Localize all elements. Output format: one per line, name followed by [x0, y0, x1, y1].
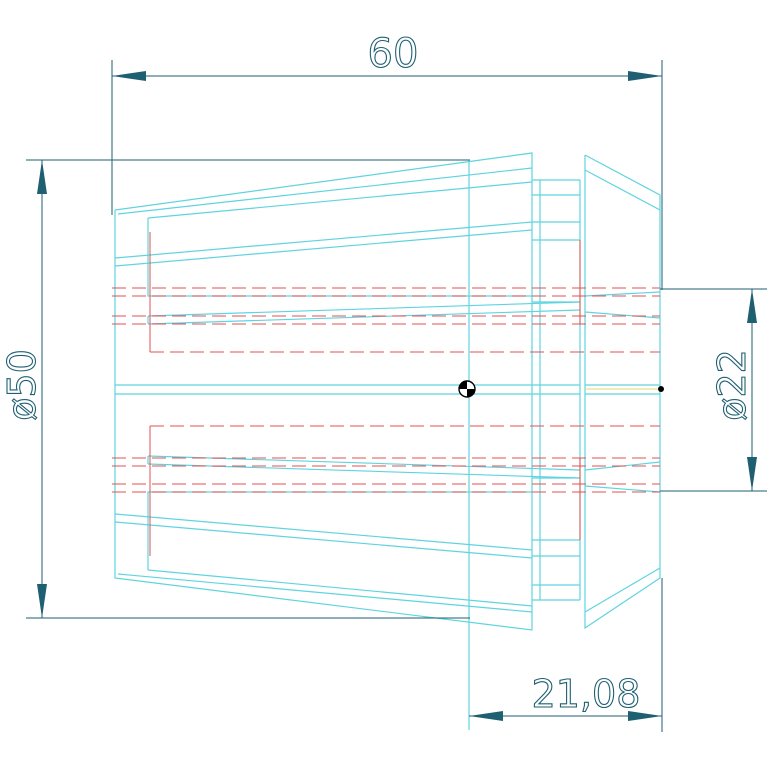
dimension-21-08-label: 21,08	[532, 672, 641, 716]
origin-marker	[458, 380, 664, 398]
dimension-overall-length: 60	[111, 30, 663, 290]
dimension-outer-diameter: ø50	[0, 159, 470, 619]
dimension-partial-length: 21,08	[469, 578, 663, 732]
dimension-22-label: ø22	[710, 349, 754, 421]
dimension-50-label: ø50	[0, 349, 44, 421]
collet-outline	[114, 152, 661, 730]
hidden-lines	[112, 232, 660, 556]
dimension-60-label: 60	[368, 31, 419, 77]
dimension-bore-diameter: ø22	[660, 288, 767, 492]
